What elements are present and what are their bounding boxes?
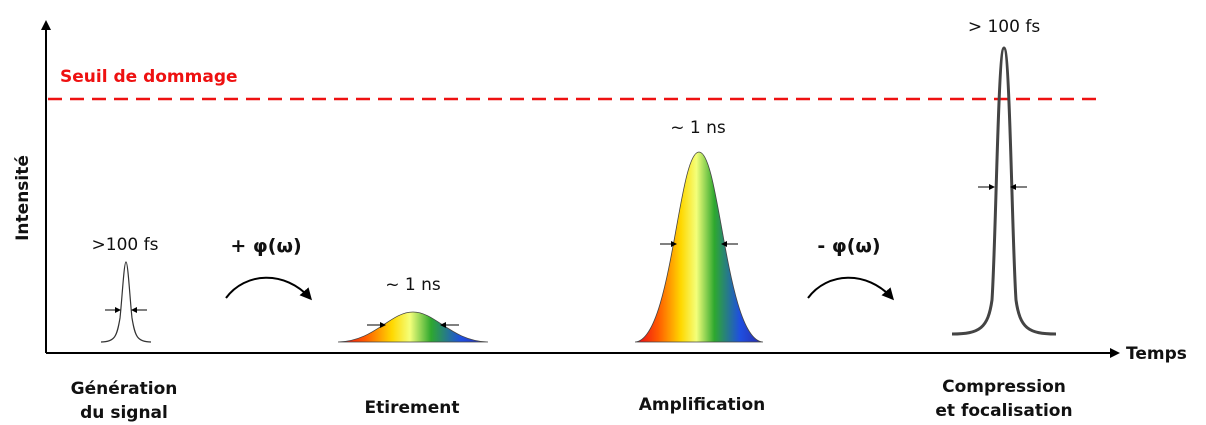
x-axis-label: Temps	[1126, 344, 1187, 364]
stage-generation-line1: Génération	[71, 379, 178, 399]
initial-pulse-duration: >100 fs	[92, 235, 159, 255]
stage-amplification: Amplification	[639, 395, 766, 415]
compressed-pulse	[951, 46, 1057, 336]
initial-pulse	[100, 261, 152, 343]
y-axis-label: Intensité	[13, 155, 33, 241]
compress-arrow	[807, 276, 894, 301]
compressed-pulse-duration: > 100 fs	[968, 17, 1040, 37]
stage-stretching: Etirement	[365, 398, 460, 418]
stretched-pulse-duration: ~ 1 ns	[385, 275, 441, 295]
stage-compression-line1: Compression	[942, 377, 1066, 397]
stretch-operator: + φ(ω)	[230, 235, 301, 257]
stage-compression-line2: et focalisation	[935, 401, 1072, 421]
amplified-pulse-duration: ~ 1 ns	[670, 118, 726, 138]
stretched-pulse	[337, 311, 489, 343]
stage-generation-line2: du signal	[80, 403, 168, 423]
amplified-pulse	[634, 151, 764, 343]
damage-threshold-label: Seuil de dommage	[60, 67, 238, 87]
stretch-arrow	[225, 276, 312, 301]
compress-operator: - φ(ω)	[817, 235, 880, 257]
